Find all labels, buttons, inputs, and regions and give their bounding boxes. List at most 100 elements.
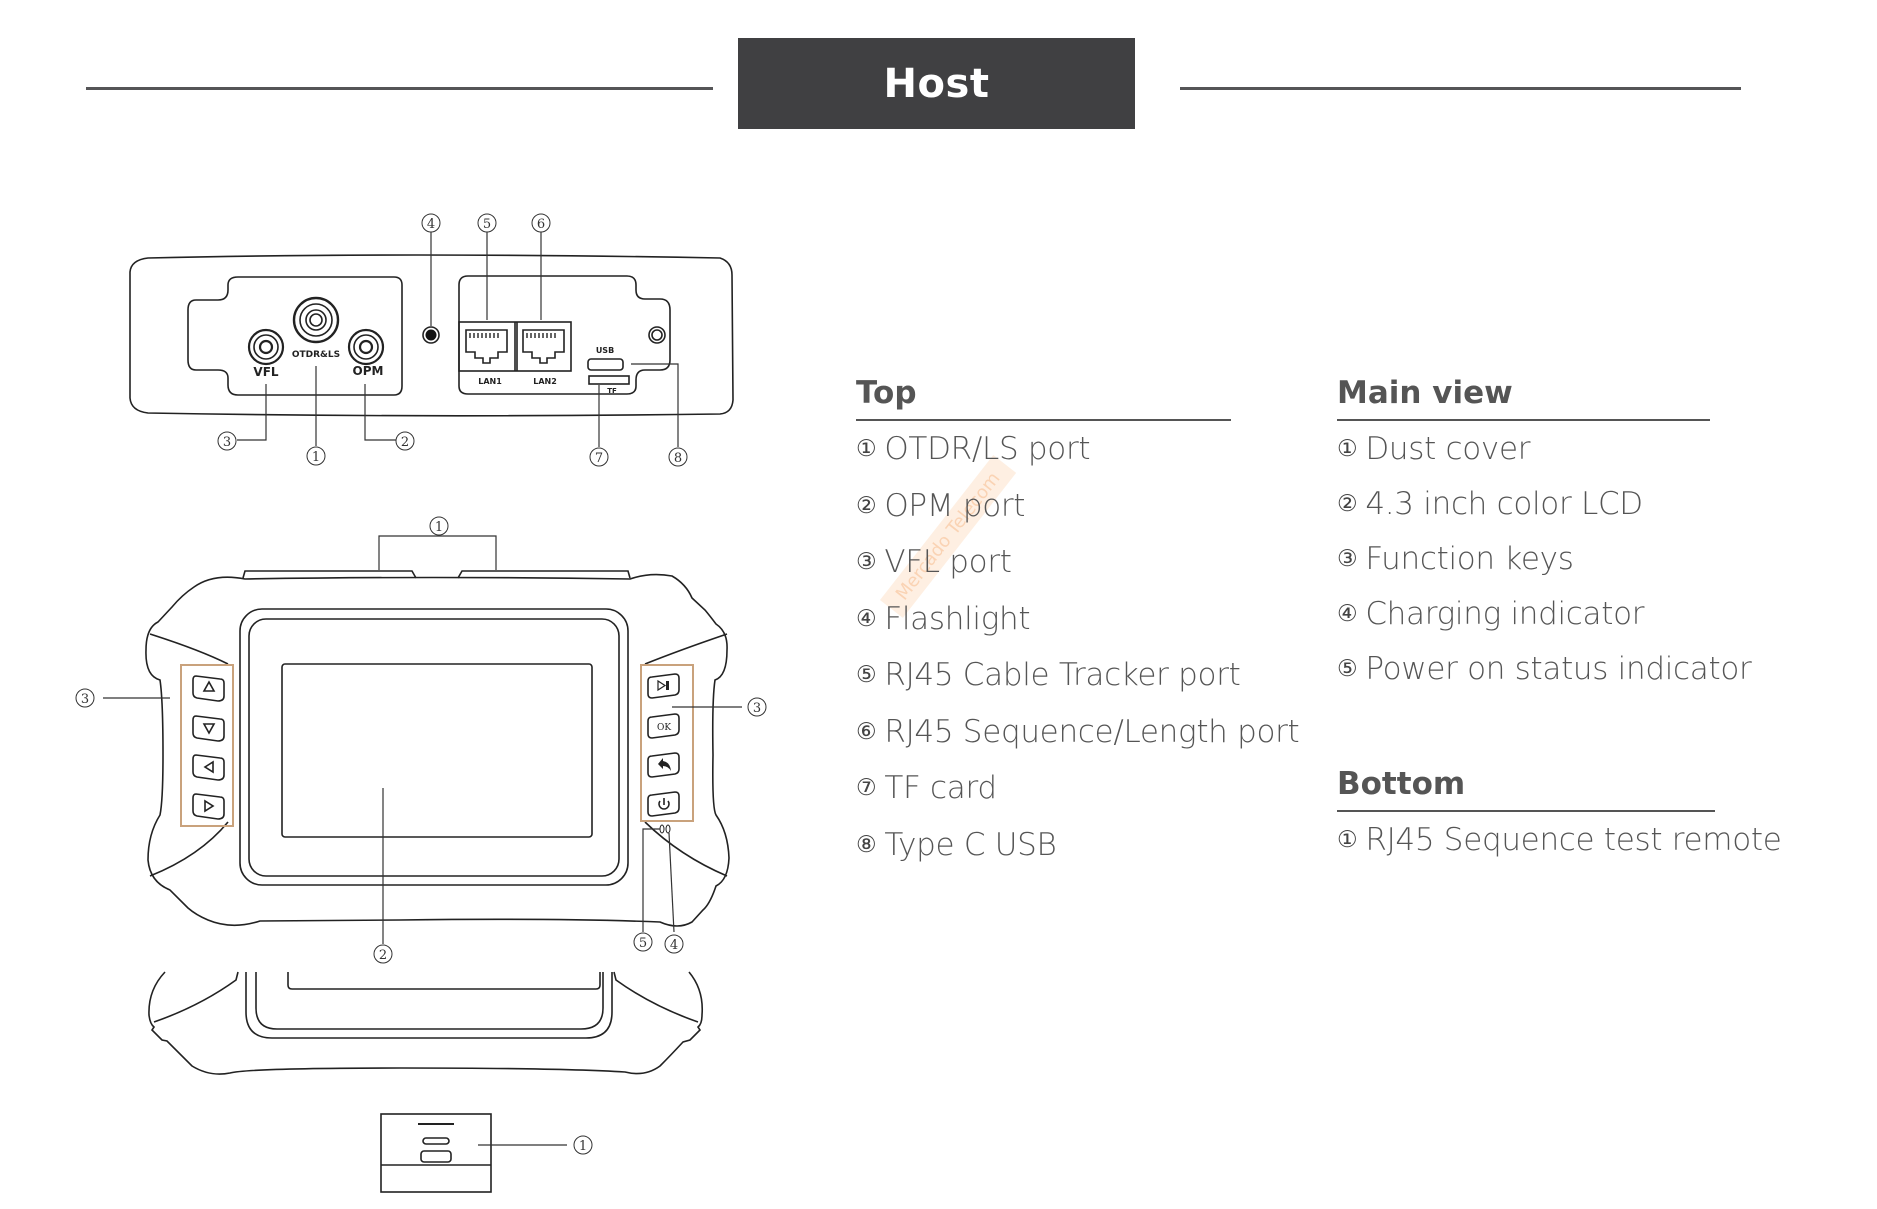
callout-keys-left-circle — [75, 688, 95, 708]
left-function-keys — [192, 675, 225, 820]
key-power[interactable] — [647, 791, 680, 817]
callout-top-2: 2 — [401, 435, 409, 450]
list-item: ② 4.3 inch color LCD — [1337, 476, 1710, 531]
top-view: VFL OTDR&LS OPM — [129, 213, 734, 467]
legend-main-view-underline — [1337, 419, 1710, 421]
key-left[interactable] — [192, 754, 225, 781]
screw-icon — [648, 326, 666, 344]
usb-c-port-icon — [587, 358, 624, 371]
item-number: ⑤ — [856, 662, 877, 689]
item-label: VFL port — [884, 544, 1012, 581]
item-number: ④ — [856, 605, 877, 632]
legend-bottom-underline — [1337, 810, 1715, 812]
power-icon — [658, 798, 670, 810]
callout-bottom-remote: 1 — [579, 1139, 587, 1154]
item-label: RJ45 Cable Tracker port — [884, 657, 1241, 694]
callout-main-charging-indicator: 4 — [670, 938, 678, 953]
callout-2-circle — [395, 431, 415, 451]
callout-dust-cover-circle — [429, 516, 449, 536]
callout-top-1: 1 — [312, 450, 320, 465]
item-number: ③ — [1337, 545, 1358, 572]
key-back[interactable] — [647, 752, 680, 778]
callout-1-circle — [306, 446, 326, 466]
lcd-bottom-edge — [287, 972, 601, 990]
key-right[interactable] — [192, 793, 225, 820]
callout-4-circle — [421, 213, 441, 233]
top-view-leaders — [237, 232, 679, 447]
header-rule-right — [1180, 87, 1741, 90]
page-title-text: Host — [883, 60, 990, 107]
opm-port-icon — [347, 328, 385, 366]
callout-5-circle — [477, 213, 497, 233]
legend-top-heading: Top — [856, 375, 917, 411]
callout-remote-circle — [573, 1135, 593, 1155]
down-arrow-icon — [202, 723, 216, 735]
legend-bottom-heading: Bottom — [1337, 766, 1466, 802]
item-label: RJ45 Sequence test remote — [1365, 822, 1782, 858]
power-indicator-led — [659, 824, 665, 834]
list-item: ③ Function keys — [1337, 531, 1710, 586]
legend-main-view-heading: Main view — [1337, 375, 1513, 411]
main-view-body — [145, 573, 730, 927]
key-up[interactable] — [192, 675, 225, 702]
callout-keys-right-circle — [747, 697, 767, 717]
callout-7-circle — [589, 447, 609, 467]
item-number: ⑦ — [856, 775, 877, 802]
item-label: RJ45 Sequence/Length port — [884, 713, 1300, 750]
item-label: OPM port — [884, 487, 1026, 524]
right-arrow-icon — [204, 799, 215, 813]
item-number: ④ — [1337, 600, 1358, 627]
opm-label: OPM — [353, 364, 384, 378]
lan2-label: LAN2 — [533, 377, 557, 386]
legend-top-underline — [856, 419, 1231, 421]
callout-top-3: 3 — [223, 435, 231, 450]
bottom-view — [148, 971, 704, 1193]
item-label: Function keys — [1365, 540, 1574, 577]
key-down[interactable] — [192, 715, 225, 742]
callout-main-lcd: 2 — [379, 948, 387, 963]
dust-cover-right — [457, 570, 631, 579]
callout-top-6: 6 — [537, 217, 545, 232]
item-number: ② — [1337, 490, 1358, 517]
left-arrow-icon — [203, 760, 214, 774]
list-item: ④ Charging indicator — [1337, 586, 1710, 641]
top-view-body — [129, 254, 734, 417]
callout-lcd-circle — [373, 944, 393, 964]
tf-slot-icon — [588, 375, 630, 385]
callout-top-7: 7 — [595, 451, 603, 466]
bottom-view-body — [148, 971, 704, 1075]
right-function-keys: OK — [647, 673, 680, 817]
item-label: Power on status indicator — [1365, 650, 1752, 687]
network-port-panel — [458, 275, 671, 395]
header-rule-left — [86, 87, 713, 90]
page-title: Host — [738, 38, 1135, 129]
screen-bezel-outer — [239, 608, 629, 886]
callout-top-4: 4 — [427, 217, 435, 232]
item-label: Charging indicator — [1365, 595, 1645, 632]
legend-main-view-list: ① Dust cover ② 4.3 inch color LCD ③ Functio… — [1337, 421, 1752, 696]
item-number: ① — [856, 436, 877, 463]
callout-main-power-indicator: 5 — [639, 936, 647, 951]
item-label: 4.3 inch color LCD — [1365, 485, 1643, 522]
ok-label: OK — [657, 723, 671, 733]
key-play-pause[interactable] — [647, 673, 680, 699]
item-label: Dust cover — [1365, 430, 1531, 467]
callout-3-circle — [217, 431, 237, 451]
key-ok[interactable]: OK — [647, 713, 680, 739]
lan1-port-icon — [465, 329, 508, 364]
callout-power-indicator-circle — [633, 932, 653, 952]
item-number: ① — [1337, 435, 1358, 462]
play-pause-icon — [657, 679, 669, 692]
list-item: ⑤ RJ45 Cable Tracker port — [856, 647, 1241, 704]
item-label: OTDR/LS port — [884, 431, 1091, 468]
